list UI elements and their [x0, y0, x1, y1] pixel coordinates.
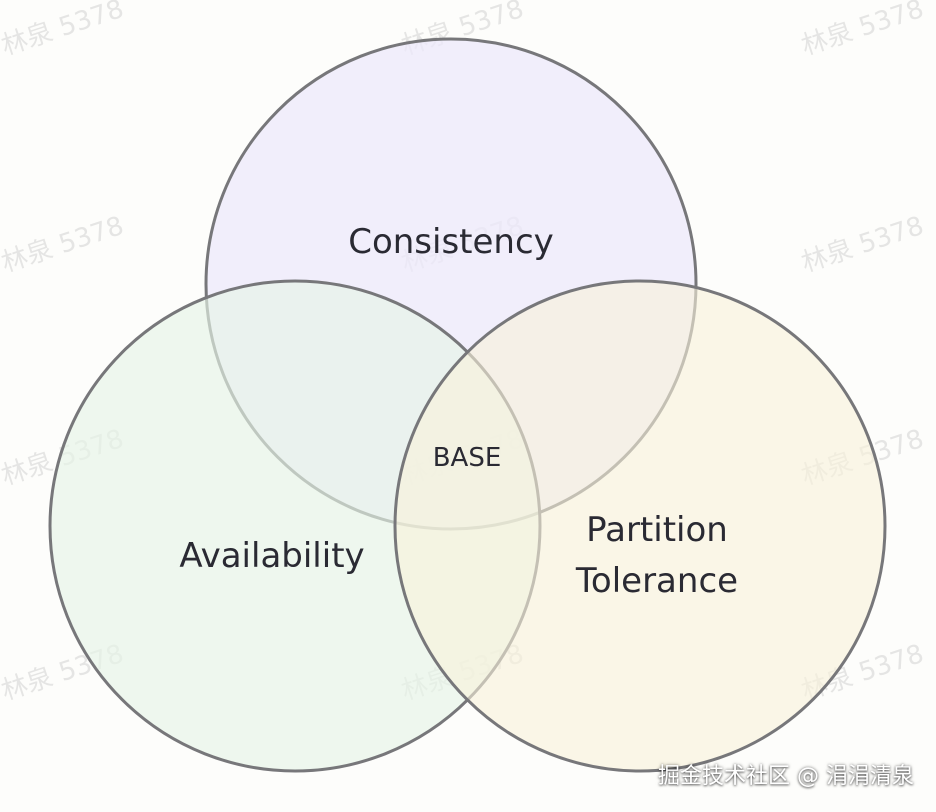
watermark: 林泉 5378 — [798, 0, 928, 62]
base-center-label: BASE — [433, 443, 502, 473]
tolerance-label-line2: Tolerance — [575, 561, 738, 601]
consistency-label: Consistency — [348, 222, 554, 262]
watermark: 林泉 5378 — [798, 211, 928, 279]
partition-label-line1: Partition — [586, 510, 728, 550]
watermark: 林泉 5378 — [0, 211, 127, 279]
partition-tolerance-circle — [393, 279, 887, 773]
watermark: 林泉 5378 — [0, 0, 127, 62]
footer-attribution: 掘金技术社区 @ 涓涓清泉 — [658, 764, 914, 789]
availability-label: Availability — [179, 536, 364, 576]
